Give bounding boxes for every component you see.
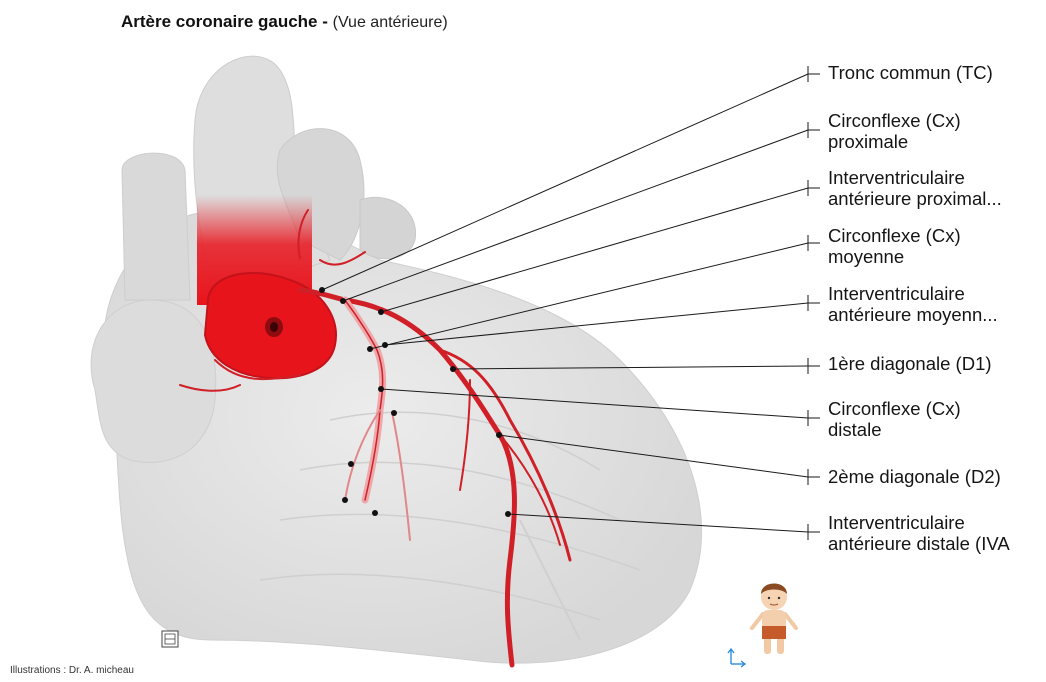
label-iva-distale: Interventriculaire antérieure distale (I… — [828, 512, 1010, 554]
heart-silhouette — [91, 56, 702, 663]
axes-icon — [728, 649, 745, 667]
illustration-credit: Illustrations : Dr. A. micheau — [10, 665, 134, 676]
label-circonflexe-distale: Circonflexe (Cx) distale — [828, 398, 961, 440]
label-tronc-commun: Tronc commun (TC) — [828, 62, 993, 83]
child-figure-icon — [752, 584, 796, 655]
title-view: (Vue antérieure) — [333, 14, 448, 31]
label-premiere-diagonale: 1ère diagonale (D1) — [828, 353, 992, 374]
diagram-title: Artère coronaire gauche - (Vue antérieur… — [121, 12, 448, 32]
logo-stamp-icon — [162, 631, 178, 647]
label-iva-proximale: Interventriculaire antérieure proximal..… — [828, 167, 1002, 209]
label-circonflexe-moyenne: Circonflexe (Cx) moyenne — [828, 225, 961, 267]
label-circonflexe-proximale: Circonflexe (Cx) proximale — [828, 110, 961, 152]
title-main: Artère coronaire gauche - — [121, 12, 328, 31]
label-deuxieme-diagonale: 2ème diagonale (D2) — [828, 466, 1001, 487]
label-iva-moyenne: Interventriculaire antérieure moyenn... — [828, 283, 998, 325]
